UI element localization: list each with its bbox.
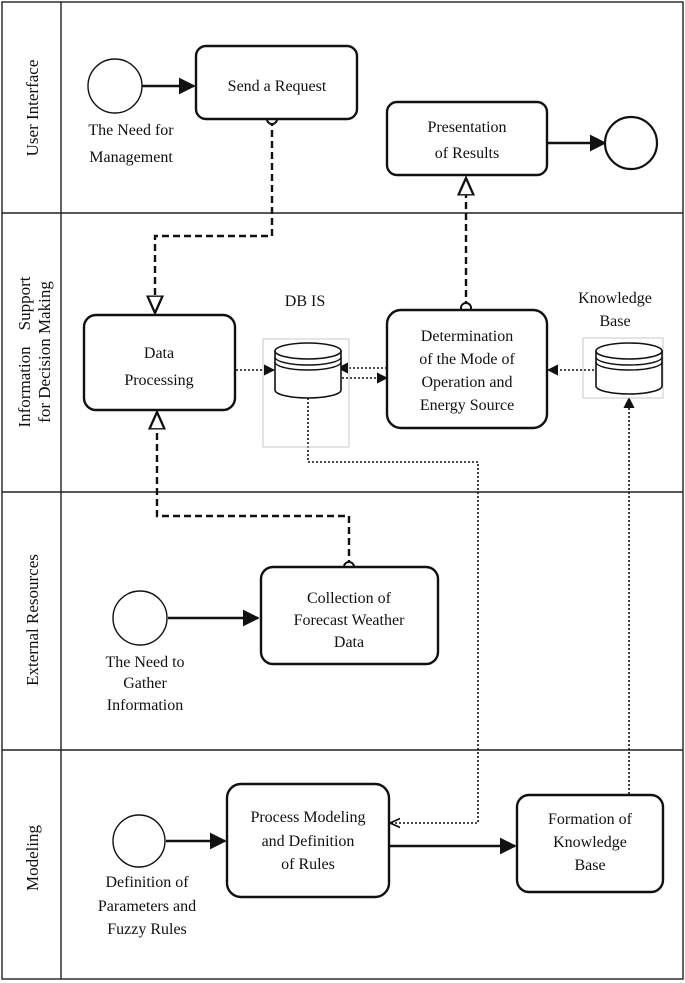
task-label-line: of Rules — [281, 856, 335, 873]
kb-cylinder-top — [595, 342, 663, 360]
task-label-line: Data — [144, 345, 174, 362]
task-label-line: Formation of — [548, 811, 633, 828]
task-label-line: Determination — [421, 328, 513, 345]
task-send-request[interactable] — [194, 44, 359, 121]
event-label-line: Information — [107, 697, 183, 714]
task-data-processing[interactable] — [82, 313, 237, 412]
task-label-line: Processing — [124, 372, 193, 389]
knowledge-base-label-line: Base — [599, 313, 630, 330]
event-label-line: The Need for — [88, 122, 174, 139]
task-formation-knowledge-base[interactable] — [515, 793, 665, 894]
start-event-need-gather[interactable] — [112, 590, 168, 646]
start-event-need-management[interactable] — [87, 58, 143, 114]
event-label-line: The Need to — [105, 654, 184, 671]
event-label-line: Parameters and — [98, 898, 196, 915]
task-determination-mode[interactable] — [385, 308, 549, 430]
data-store-knowledge-base[interactable] — [582, 337, 664, 399]
task-label-line: Presentation — [427, 119, 506, 136]
kb-cylinder-band — [595, 356, 663, 366]
task-process-modeling[interactable] — [225, 782, 391, 899]
task-label-line: Operation and — [421, 374, 512, 391]
event-label-line: Fuzzy Rules — [107, 921, 187, 938]
event-label-line: Management — [89, 149, 173, 166]
lane-label-external-resources: External Resources — [23, 554, 42, 686]
event-label-line: Gather — [123, 675, 167, 692]
start-event-definition[interactable] — [112, 814, 166, 868]
data-store-db-is[interactable] — [262, 338, 350, 448]
task-label-line: Data — [334, 634, 364, 651]
flow-db-to-process-modeling — [307, 398, 479, 823]
task-collection-weather[interactable] — [259, 565, 440, 666]
db-cylinder-band — [274, 356, 342, 366]
task-label: Send a Request — [228, 78, 327, 95]
end-event[interactable] — [603, 115, 659, 171]
task-label-line: Knowledge — [553, 834, 627, 851]
kb-cylinder-body — [595, 351, 663, 395]
task-label-line: of Results — [435, 145, 499, 162]
db-store-frame — [262, 338, 350, 448]
task-label-line: Process Modeling — [250, 809, 365, 826]
task-label-line: and Definition — [262, 833, 355, 850]
lane-label-line-2: for Decision Making — [35, 281, 54, 423]
knowledge-base-label-line: Knowledge — [578, 290, 652, 307]
event-label-line: Definition of — [105, 874, 189, 891]
task-label-line: Collection of — [307, 590, 392, 607]
kb-cylinder-band — [595, 361, 663, 371]
db-cylinder-top — [274, 342, 342, 360]
task-presentation-of-results[interactable] — [385, 100, 549, 177]
task-label-line: Forecast Weather — [294, 612, 405, 629]
lane-label-information-support: InformationSupport for Decision Making — [15, 276, 54, 427]
lane-label-modeling: Modeling — [23, 824, 42, 891]
flow-collection-to-data-processing — [157, 412, 349, 567]
lane-label-line-1: InformationSupport — [15, 276, 34, 427]
db-cylinder-body — [274, 351, 342, 399]
task-label-line: Base — [574, 857, 605, 874]
task-label-line: of the Mode of — [419, 351, 515, 368]
kb-store-frame — [582, 337, 664, 399]
db-cylinder-band — [274, 361, 342, 371]
lane-label-user-interface: User Interface — [23, 60, 42, 157]
db-is-label: DB IS — [285, 293, 325, 310]
flow-send-request-to-data-processing — [155, 119, 272, 313]
task-label-line: Energy Source — [420, 397, 514, 414]
